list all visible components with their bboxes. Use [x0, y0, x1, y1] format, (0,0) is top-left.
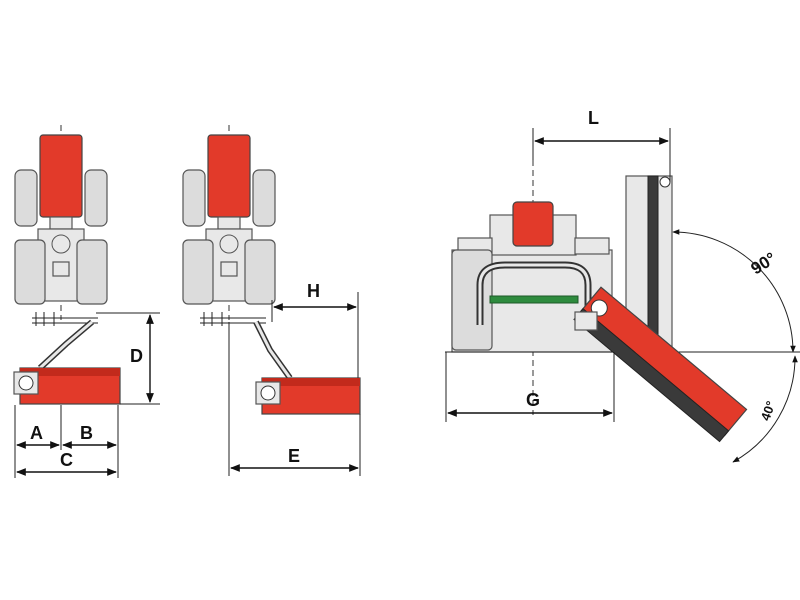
angle-label-40: 40° [758, 399, 779, 423]
seat-red [512, 201, 554, 247]
front-right-tire [84, 169, 108, 227]
rear-tire-left [451, 249, 493, 351]
angle-arc-40 [732, 355, 798, 463]
rear-left-tire [14, 239, 46, 305]
tractor-hood [39, 134, 83, 218]
dim-label-g: G [526, 390, 540, 410]
seat [51, 234, 71, 254]
top-view-extended [182, 125, 361, 476]
dim-label-l: L [588, 108, 599, 128]
dim-label-d: D [130, 346, 143, 366]
angle-label-90: 90° [748, 249, 780, 279]
dim-label-e: E [288, 446, 300, 466]
tractor-neck [49, 216, 73, 230]
rear-right-tire [76, 239, 108, 305]
dim-label-c: C [60, 450, 73, 470]
front-left-tire [14, 169, 38, 227]
dim-label-b: B [80, 423, 93, 443]
dim-label-a: A [30, 423, 43, 443]
frame-green-bar [489, 295, 579, 304]
tractor-hood-2 [207, 134, 251, 218]
rear-view [445, 128, 800, 463]
angle-arc-90 [672, 229, 796, 353]
dim-label-h: H [307, 281, 320, 301]
top-view-retracted [13, 125, 160, 478]
